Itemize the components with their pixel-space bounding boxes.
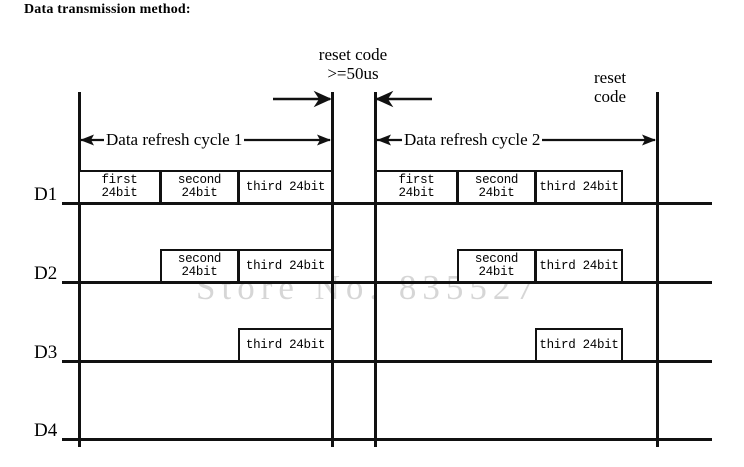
data-block-d3-c1-third: third 24bit <box>238 328 333 362</box>
baseline-d2 <box>62 281 712 284</box>
data-block-d2-c2-third: third 24bit <box>535 249 623 283</box>
data-block-d1-c2-first: first 24bit <box>375 170 458 204</box>
vline-cycle2-start <box>374 92 377 447</box>
cycle1-label: Data refresh cycle 1 <box>104 130 245 150</box>
data-block-d1-c2-third: third 24bit <box>535 170 623 204</box>
channel-label-d3: D3 <box>34 342 58 363</box>
data-block-d2-c1-third: third 24bit <box>238 249 333 283</box>
baseline-d3 <box>62 360 712 363</box>
page-title: Data transmission method: <box>24 2 191 17</box>
data-block-d1-c1-first: first 24bit <box>78 170 161 204</box>
data-block-d1-c2-second: second 24bit <box>457 170 536 204</box>
data-block-d2-c2-second: second 24bit <box>457 249 536 283</box>
baseline-d4 <box>62 438 712 441</box>
data-block-d3-c2-third: third 24bit <box>535 328 623 362</box>
data-block-d1-c1-second: second 24bit <box>160 170 239 204</box>
reset-code-right-label: reset code <box>594 68 627 106</box>
data-block-d2-c1-second: second 24bit <box>160 249 239 283</box>
reset-code-mid-label: reset code >=50us <box>318 45 388 83</box>
vline-cycle1-start <box>78 92 81 447</box>
vline-cycle2-end <box>656 92 659 447</box>
channel-label-d4: D4 <box>34 420 58 441</box>
channel-label-d1: D1 <box>34 184 58 205</box>
cycle2-label: Data refresh cycle 2 <box>402 130 543 150</box>
data-block-d1-c1-third: third 24bit <box>238 170 333 204</box>
channel-label-d2: D2 <box>34 263 58 284</box>
